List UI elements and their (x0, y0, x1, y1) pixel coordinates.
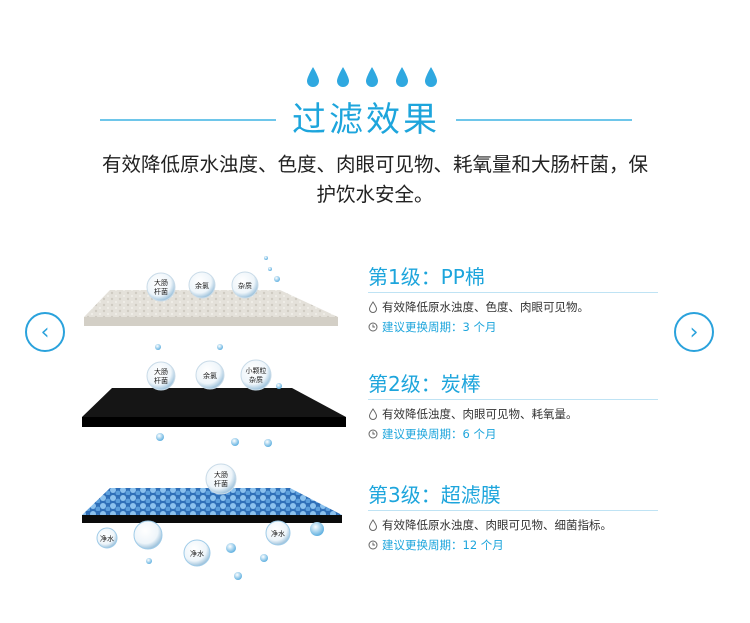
chlorine-bubble (195, 360, 225, 390)
water-droplet (146, 558, 152, 564)
bubble-label: 大肠 (214, 470, 228, 479)
bacteria-bubble (146, 272, 176, 302)
bacteria-bubble (205, 463, 237, 495)
water-droplet (260, 554, 268, 562)
subtitle-line-1: 有效降低原水浊度、色度、肉眼可见物、耗氧量和大肠杆菌，保 (101, 153, 648, 176)
water-drop-icon (366, 67, 378, 87)
water-droplet (234, 572, 242, 580)
bubble-label: 余氯 (195, 281, 209, 290)
bubble-label: 杆菌 (154, 376, 168, 385)
title-divider-left (100, 119, 276, 121)
water-droplet (156, 433, 164, 441)
level-description-text: 有效降低原水浊度、色度、肉眼可见物。 (382, 300, 589, 314)
page-subtitle: 有效降低原水浊度、色度、肉眼可见物、耗氧量和大肠杆菌，保 护饮水安全。 (60, 150, 690, 210)
bubble-label: 杂质 (249, 375, 263, 384)
bubble-label: 净水 (190, 549, 204, 558)
layer-carbon: 大肠 杆菌 余氯 小颗粒 杂质 (82, 344, 346, 447)
clean-water-bubble (133, 520, 163, 550)
filter-level-2: 第2级：炭棒 有效降低浊度、肉眼可见物、耗氧量。 建议更换周期：6 个月 (368, 370, 658, 444)
pp-layer-edge (84, 317, 338, 326)
water-drop-icon (395, 67, 408, 87)
prev-arrow-button[interactable]: ‹ (25, 312, 65, 352)
water-droplet (264, 256, 268, 260)
bubble-label: 杆菌 (214, 479, 228, 488)
level-title: 第3级：超滤膜 (368, 483, 501, 507)
bubble-label: 大肠 (154, 278, 168, 287)
carbon-layer-top (82, 388, 346, 417)
water-droplet (217, 344, 223, 350)
bubble-label: 杆菌 (154, 287, 168, 296)
water-drop-icon (368, 519, 378, 531)
level-divider (368, 510, 658, 511)
layer-membrane: 大肠 杆菌 净水 净水 净水 (82, 463, 342, 580)
next-arrow-button[interactable]: › (674, 312, 714, 352)
title-divider-right (456, 119, 632, 121)
page-title: 过滤效果 (292, 100, 440, 140)
water-droplet (274, 276, 280, 282)
level-description: 有效降低浊度、肉眼可见物、耗氧量。 (368, 404, 658, 424)
water-droplet (268, 267, 272, 271)
clock-icon (368, 540, 378, 550)
level-period-text: 建议更换周期：6 个月 (382, 427, 497, 441)
bubble-label: 杂质 (238, 281, 252, 290)
water-droplet (264, 439, 272, 447)
pp-layer-top (84, 290, 338, 317)
membrane-layer-top (82, 488, 342, 515)
level-title: 第2级：炭棒 (368, 372, 481, 396)
membrane-layer-edge (82, 515, 342, 523)
water-drop-icon (368, 408, 378, 420)
level-divider (368, 292, 658, 293)
carbon-layer-edge (82, 417, 346, 427)
chevron-right-icon: › (689, 319, 699, 345)
level-description: 有效降低原水浊度、肉眼可见物、细菌指标。 (368, 515, 658, 535)
level-period-text: 建议更换周期：3 个月 (382, 320, 497, 334)
water-drop-icon (307, 67, 319, 87)
water-drops-decoration (306, 66, 438, 92)
chlorine-bubble (188, 271, 216, 299)
level-period: 建议更换周期：12 个月 (368, 535, 658, 555)
filter-level-3: 第3级：超滤膜 有效降低原水浊度、肉眼可见物、细菌指标。 建议更换周期：12 个… (368, 481, 658, 555)
filter-layers-illustration: 大肠 杆菌 余氯 杂质 大肠 杆菌 余氯 小颗粒 杂质 大肠 杆菌 (82, 256, 346, 580)
layer-pp-cotton: 大肠 杆菌 余氯 杂质 (84, 256, 338, 326)
level-description: 有效降低原水浊度、色度、肉眼可见物。 (368, 297, 658, 317)
water-droplet (155, 344, 161, 350)
particle-bubble (240, 359, 272, 391)
bubble-label: 大肠 (154, 367, 168, 376)
bubble-label: 净水 (271, 529, 285, 538)
level-title: 第1级：PP棉 (368, 265, 485, 289)
impurity-bubble (231, 271, 259, 299)
subtitle-line-2: 护饮水安全。 (316, 183, 434, 206)
clean-water-bubble (183, 539, 211, 567)
water-drop-icon (425, 67, 437, 87)
level-period-text: 建议更换周期：12 个月 (382, 538, 504, 552)
water-droplet (226, 543, 236, 553)
filter-level-1: 第1级：PP棉 有效降低原水浊度、色度、肉眼可见物。 建议更换周期：3 个月 (368, 263, 658, 337)
bubble-label: 余氯 (203, 371, 217, 380)
level-divider (368, 399, 658, 400)
level-period: 建议更换周期：3 个月 (368, 317, 658, 337)
chevron-left-icon: ‹ (40, 319, 50, 345)
level-period: 建议更换周期：6 个月 (368, 424, 658, 444)
clock-icon (368, 429, 378, 439)
clean-water-bubble (96, 527, 118, 549)
level-description-text: 有效降低浊度、肉眼可见物、耗氧量。 (382, 407, 578, 421)
clean-water-bubble (265, 520, 291, 546)
water-drop-icon (368, 301, 378, 313)
water-droplet (276, 383, 282, 389)
bubble-label: 净水 (100, 534, 114, 543)
water-droplet (310, 522, 324, 536)
level-description-text: 有效降低原水浊度、肉眼可见物、细菌指标。 (382, 518, 612, 532)
bacteria-bubble (146, 361, 176, 391)
water-droplet (231, 438, 239, 446)
water-drop-icon (336, 67, 349, 87)
clock-icon (368, 322, 378, 332)
bubble-label: 小颗粒 (246, 366, 267, 375)
